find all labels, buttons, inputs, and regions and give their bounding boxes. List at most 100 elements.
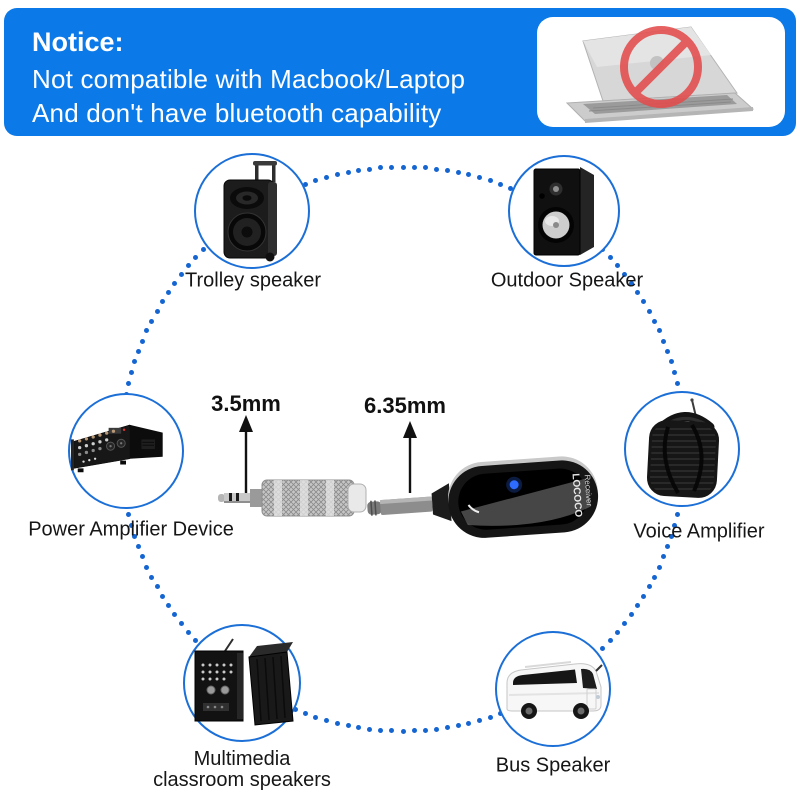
ring-dot (661, 338, 666, 344)
ring-dot (635, 289, 640, 295)
notice-banner: Notice: Not compatible with Macbook/Lapt… (4, 8, 796, 136)
device-circle-voice-amplifier (624, 391, 740, 507)
ring-dot (628, 612, 634, 618)
ring-dot (193, 637, 199, 643)
ring-dot (186, 629, 192, 635)
device-circle-multimedia-speakers (183, 624, 301, 742)
ring-dot (179, 621, 184, 627)
ring-dot (367, 166, 373, 172)
ring-dot (477, 717, 482, 723)
ring-dot (378, 727, 384, 733)
receiver-model-text: Receiver (583, 474, 594, 506)
no-symbol-icon (620, 26, 702, 108)
ring-dot (651, 574, 657, 580)
ring-dot (466, 720, 472, 726)
ring-dot (455, 723, 461, 729)
ring-dot (622, 271, 627, 277)
ring-dot (193, 255, 199, 261)
ring-dot (607, 637, 613, 643)
ring-dot (367, 726, 373, 732)
multimedia-label-line-1: Multimedia (193, 748, 291, 770)
ring-dot (144, 564, 150, 570)
ring-dot (154, 308, 160, 314)
ring-dot (166, 603, 171, 609)
ring-dot (674, 380, 680, 386)
ring-dot (313, 178, 319, 184)
ring-dot (132, 359, 138, 365)
multimedia-speakers-image (194, 638, 294, 726)
ring-dot (345, 169, 351, 175)
trolley-speaker-image (223, 161, 277, 262)
ring-dot (201, 247, 207, 253)
ring-dot (635, 603, 640, 609)
ring-dot (628, 280, 634, 286)
arrow-up-icon (403, 421, 417, 493)
ring-dot (614, 629, 620, 635)
ring-dot (599, 645, 605, 651)
device-circle-bus-speaker (495, 631, 611, 747)
voice-amplifier-image (646, 398, 720, 498)
ring-dot (149, 318, 155, 324)
ring-dot (389, 164, 395, 170)
ring-dot (126, 380, 132, 386)
ring-dot (411, 728, 417, 734)
power-amplifier-label: Power Amplifier Device (28, 518, 234, 541)
device-circle-power-amplifier (68, 393, 184, 509)
ring-dot (671, 523, 677, 528)
ring-dot (135, 348, 141, 354)
ring-dot (378, 165, 384, 171)
ring-dot (422, 165, 428, 171)
ring-dot (140, 554, 145, 560)
ring-dot (172, 612, 178, 618)
ring-dot (334, 720, 340, 726)
ring-dot (356, 168, 362, 173)
outdoor-speaker-label: Outdoor Speaker (490, 269, 644, 292)
ring-dot (160, 593, 166, 599)
ring-dot (661, 554, 666, 560)
device-circle-trolley-speaker (194, 153, 310, 269)
notice-line-2: And don't have bluetooth capability (32, 98, 442, 128)
ring-dot (466, 172, 472, 178)
ring-dot (656, 328, 662, 334)
arrow-up-icon (239, 415, 253, 501)
outdoor-speaker-image (533, 167, 594, 256)
ring-dot (302, 181, 308, 187)
ring-dot (498, 181, 504, 187)
notice-line-1: Not compatible with Macbook/Laptop (32, 64, 466, 94)
ring-dot (324, 717, 329, 723)
ring-dot (160, 299, 166, 305)
ring-dot (656, 564, 662, 570)
ring-dot (607, 255, 613, 261)
ring-dot (444, 168, 450, 173)
led-indicator (509, 480, 519, 490)
notice-title: Notice: (32, 27, 124, 57)
ring-dot (508, 186, 514, 191)
voice-amplifier-label: Voice Amplifier (633, 520, 765, 543)
ring-dot (400, 728, 406, 734)
jack-plug-6-35mm-icon (367, 483, 452, 522)
ring-dot (345, 723, 351, 729)
jack-size-6-35mm-label: 6.35mm (364, 393, 446, 418)
laptop-card (537, 17, 785, 127)
ring-dot (444, 725, 450, 730)
ring-dot (179, 271, 184, 277)
wireless-receiver-image: LOCOCO Receiver (367, 456, 599, 538)
ring-dot (313, 714, 319, 720)
ring-dot (411, 164, 417, 170)
ring-dot (422, 727, 428, 733)
ring-dot (129, 523, 135, 528)
trolley-speaker-label: Trolley speaker (185, 269, 321, 292)
bus-speaker-label: Bus Speaker (495, 754, 611, 777)
ring-dot (640, 593, 646, 599)
bus-image (506, 661, 603, 719)
ring-dot (400, 164, 406, 170)
receiver-brand-text: LOCOCO (570, 473, 584, 518)
multimedia-label-line-2: classroom speakers (153, 769, 331, 791)
ring-dot (149, 574, 155, 580)
ring-dot (334, 172, 340, 178)
ring-dot (622, 621, 627, 627)
ring-dot (487, 178, 493, 184)
ring-dot (292, 707, 298, 712)
ring-dot (646, 584, 652, 590)
